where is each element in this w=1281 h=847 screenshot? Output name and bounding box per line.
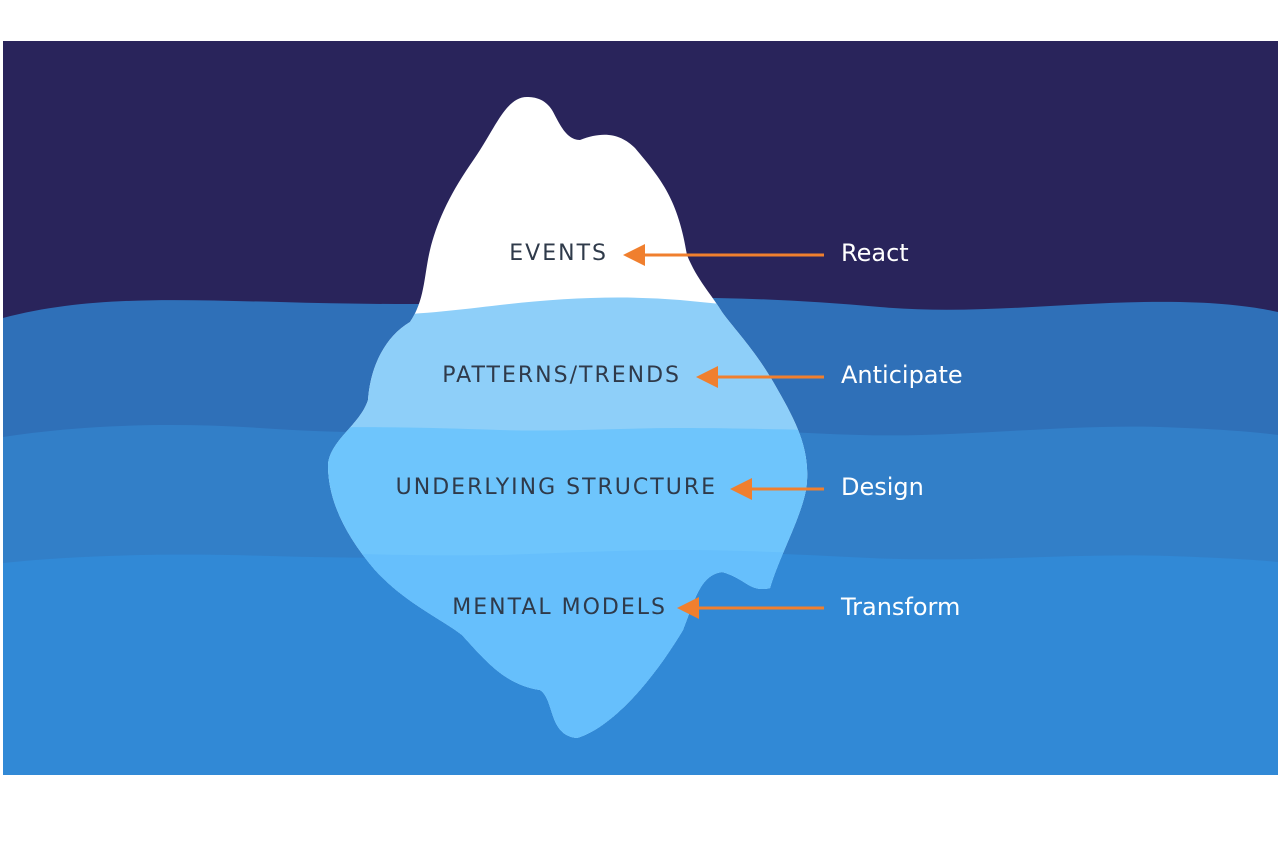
- arrow-mental-models: [677, 597, 824, 619]
- level-label-events: EVENTS: [509, 241, 608, 266]
- action-label-react: React: [841, 239, 909, 267]
- arrow-head-icon: [696, 366, 718, 388]
- arrow-structure: [730, 478, 824, 500]
- action-label-anticipate: Anticipate: [841, 361, 963, 389]
- arrow-head-icon: [730, 478, 752, 500]
- arrow-patterns: [696, 366, 824, 388]
- level-label-underlying-structure: UNDERLYING STRUCTURE: [395, 475, 717, 500]
- level-label-patterns-trends: PATTERNS/TRENDS: [442, 363, 681, 388]
- action-label-transform: Transform: [841, 593, 961, 621]
- arrow-head-icon: [677, 597, 699, 619]
- level-label-mental-models: MENTAL MODELS: [452, 595, 667, 620]
- action-label-design: Design: [841, 473, 924, 501]
- arrow-events: [623, 244, 824, 266]
- arrow-head-icon: [623, 244, 645, 266]
